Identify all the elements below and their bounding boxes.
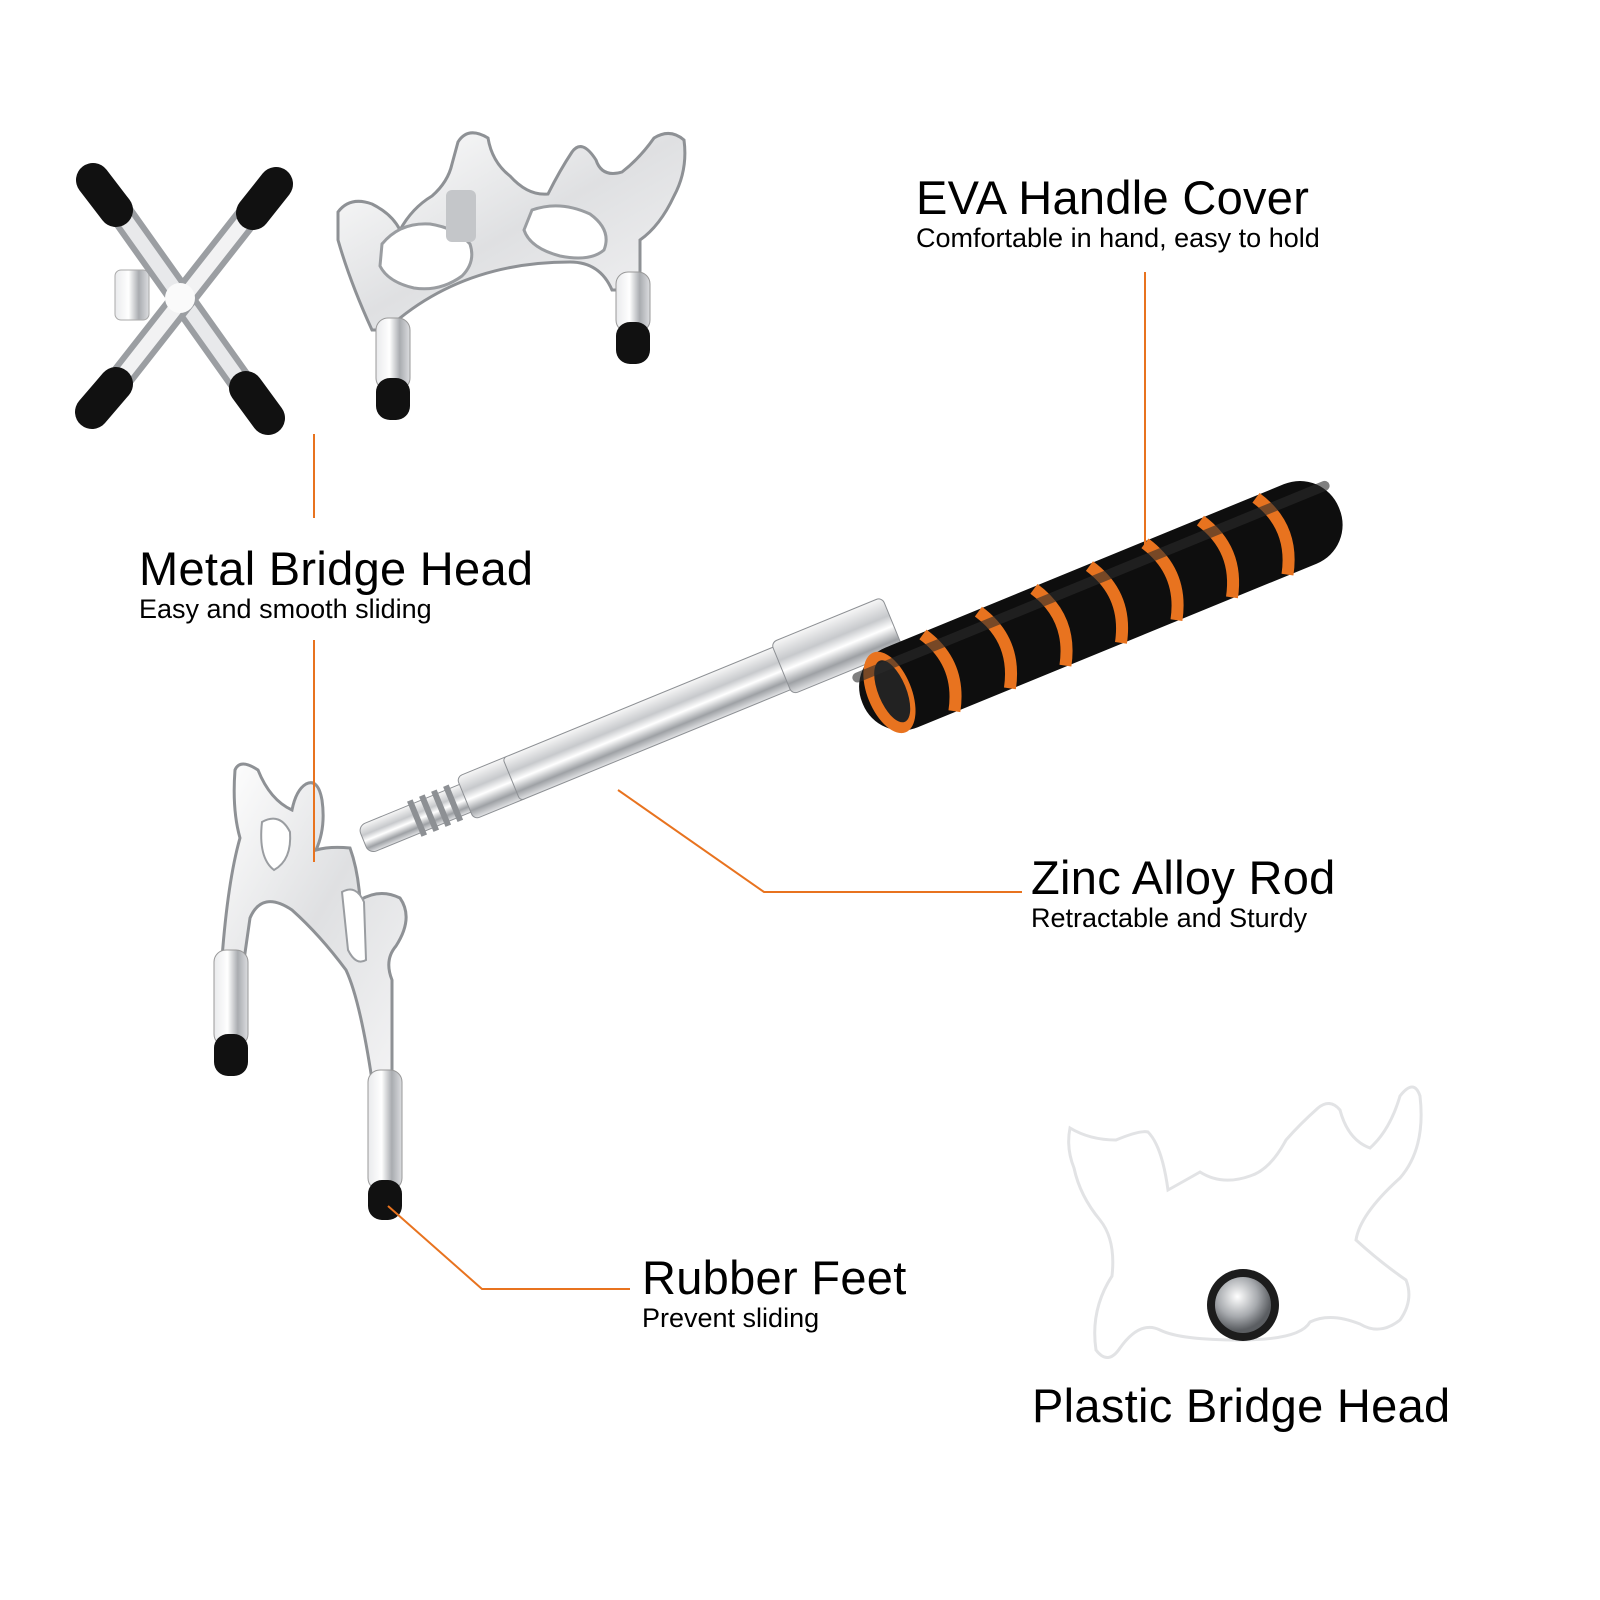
rubber-feet-title: Rubber Feet [642, 1251, 907, 1304]
metal-bridge-head-callout: Metal Bridge Head Easy and smooth slidin… [139, 542, 534, 625]
plastic-bridge-head [1067, 1085, 1423, 1359]
rubber-leader-line [387, 1205, 630, 1290]
metal-bridge-head-title: Metal Bridge Head [139, 542, 534, 595]
cross-bridge-head [75, 163, 293, 435]
plastic-bridge-head-title: Plastic Bridge Head [1032, 1379, 1451, 1432]
eva-handle-subtitle: Comfortable in hand, easy to hold [916, 223, 1320, 253]
zinc-alloy-rod-subtitle: Retractable and Sturdy [1031, 903, 1308, 933]
rubber-feet-callout: Rubber Feet Prevent sliding [642, 1251, 907, 1334]
zinc-leader-line [617, 789, 1022, 893]
zinc-alloy-rod-callout: Zinc Alloy Rod Retractable and Sturdy [1031, 851, 1336, 934]
callout-leader-lines [313, 272, 1146, 1290]
zinc-alloy-rod-title: Zinc Alloy Rod [1031, 851, 1336, 904]
rubber-feet-subtitle: Prevent sliding [642, 1303, 820, 1333]
eva-handle-callout: EVA Handle Cover Comfortable in hand, ea… [916, 171, 1320, 254]
metal-bridge-head-subtitle: Easy and smooth sliding [139, 594, 432, 624]
telescopic-bridge-stick [213, 480, 1343, 1220]
eva-handle-title: EVA Handle Cover [916, 171, 1310, 224]
crown-bridge-head [336, 131, 687, 420]
plastic-bridge-head-callout: Plastic Bridge Head [1032, 1381, 1450, 1431]
